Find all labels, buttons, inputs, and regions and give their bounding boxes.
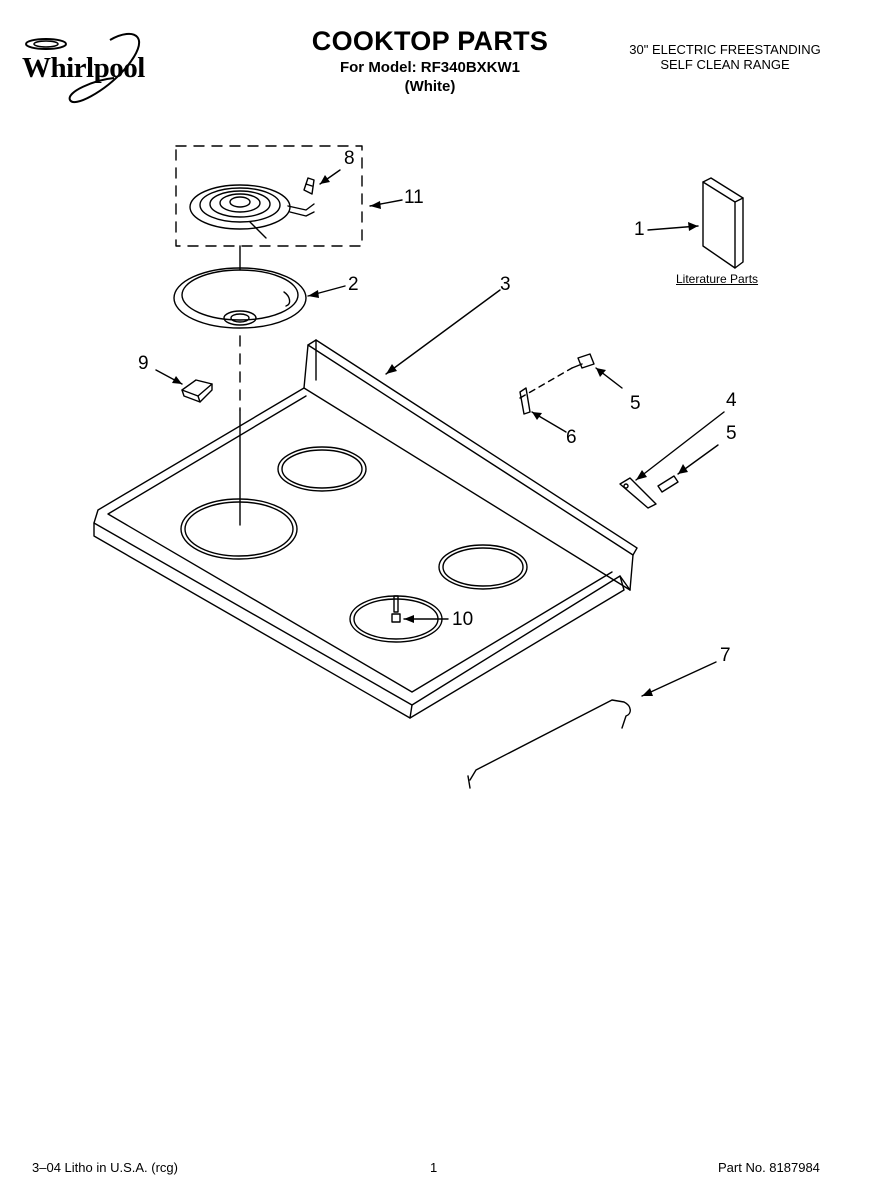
arrowhead-8 — [320, 175, 330, 184]
callout-6: 6 — [566, 427, 577, 448]
color-line: (White) — [404, 78, 456, 95]
callout-11: 11 — [404, 187, 424, 208]
wire-rod-part-7 — [467, 699, 631, 789]
arrowhead-2 — [308, 290, 319, 298]
callout-5-lower: 5 — [726, 423, 737, 444]
arrowhead-10 — [404, 615, 414, 623]
callout-1: 1 — [634, 219, 645, 240]
cooktop-main-top — [93, 339, 638, 719]
whirlpool-logo — [25, 32, 140, 103]
bracket-clip-part-6 — [519, 387, 531, 415]
leader-line-7 — [641, 661, 717, 697]
screw-part-5-lower — [657, 475, 679, 493]
product-description-line2: SELF CLEAN RANGE — [660, 57, 790, 72]
leader-line-3 — [385, 289, 501, 375]
receptacle-part — [181, 379, 213, 403]
burner-assembly-dashed-box — [175, 145, 363, 247]
litho-note: 3–04 Litho in U.S.A. (rcg) — [32, 1160, 178, 1175]
literature-parts-booklet — [702, 177, 744, 269]
callout-10: 10 — [452, 609, 474, 630]
surface-element-coil — [189, 184, 315, 239]
drip-bowl-part — [173, 267, 307, 329]
callout-3: 3 — [500, 274, 511, 295]
callout-7: 7 — [720, 645, 731, 666]
arrowhead-6 — [532, 412, 542, 420]
arrowhead-11 — [370, 201, 381, 209]
leader-line-4 — [635, 411, 725, 481]
page-number: 1 — [430, 1160, 438, 1175]
screw-part-5-upper — [519, 353, 595, 399]
literature-parts-label: Literature Parts — [676, 272, 759, 286]
arrowhead-5-upper — [596, 368, 606, 377]
brand-name: Whirlpool — [22, 52, 145, 84]
terminal-block-part — [303, 177, 315, 195]
page-title: COOKTOP PARTS — [311, 26, 549, 56]
arrowhead-4 — [636, 470, 647, 480]
arrowhead-1 — [688, 222, 698, 231]
callout-5-upper: 5 — [630, 393, 641, 414]
part-number: Part No. 8187984 — [718, 1160, 820, 1175]
arrowhead-3 — [386, 364, 397, 374]
arrowhead-5-lower — [678, 464, 688, 474]
callout-4: 4 — [726, 390, 737, 411]
model-line: For Model: RF340BXKW1 — [339, 59, 520, 76]
screw-part-10 — [391, 595, 401, 623]
arrowhead-7 — [642, 688, 653, 696]
callout-8: 8 — [344, 148, 355, 169]
callout-2: 2 — [348, 274, 359, 295]
arrowhead-9 — [172, 376, 182, 384]
hinge-bracket-part-4 — [619, 477, 657, 509]
product-description-line1: 30" ELECTRIC FREESTANDING — [629, 42, 821, 57]
callout-9: 9 — [138, 353, 149, 374]
